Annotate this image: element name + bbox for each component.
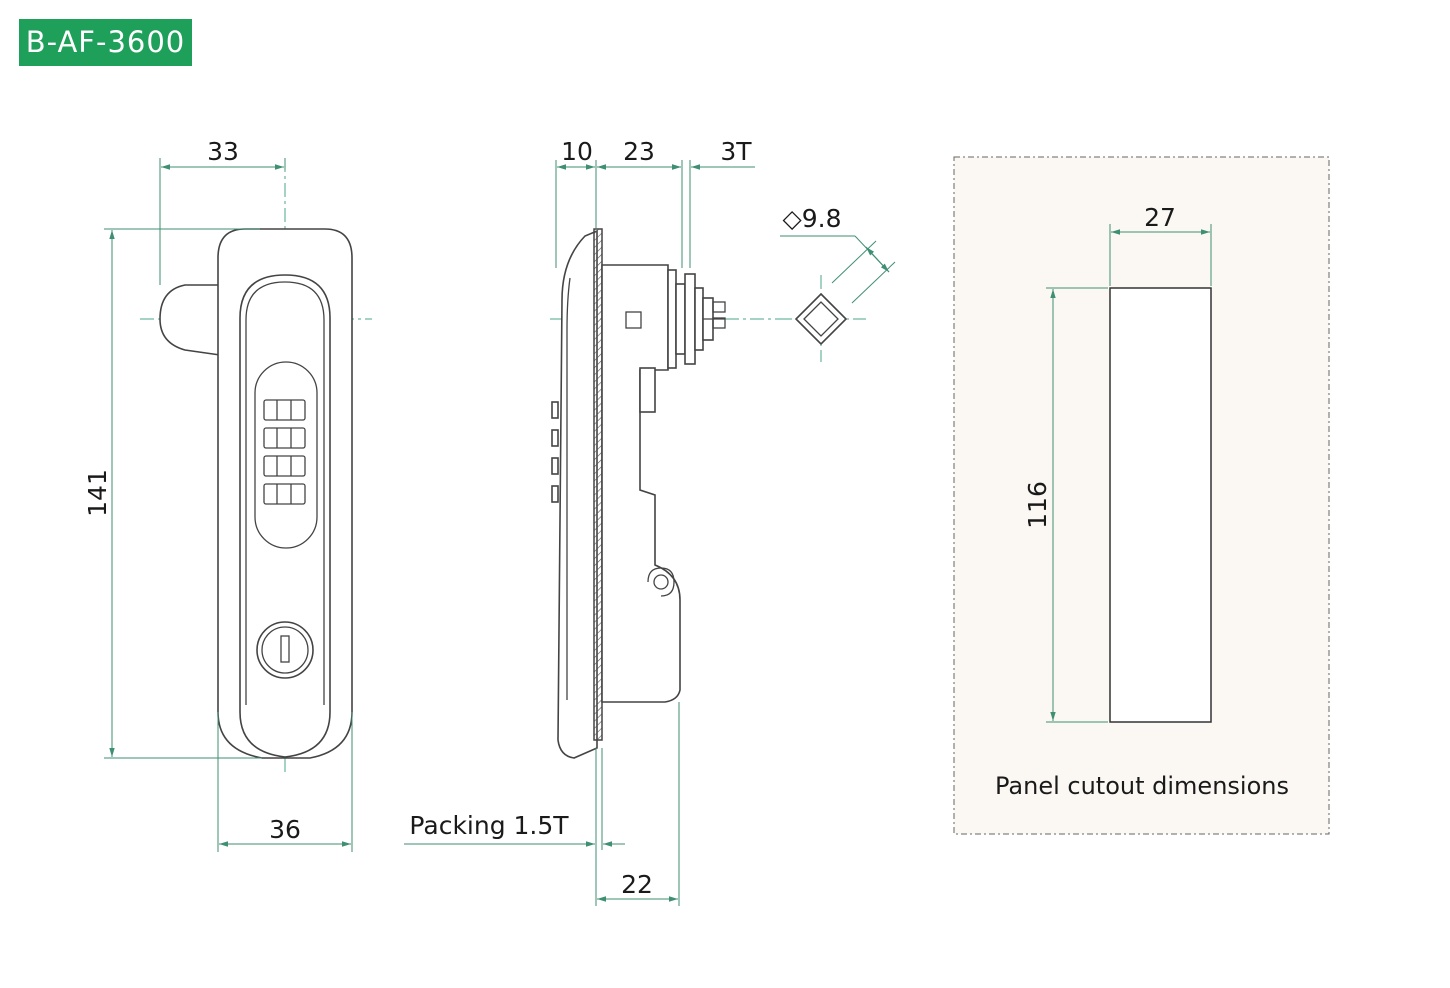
packing-label: Packing 1.5T bbox=[409, 811, 569, 840]
lever-tab bbox=[159, 284, 221, 356]
dim-10-label: 10 bbox=[561, 137, 593, 166]
side-view: 10 23 3T Packing 1.5T 22 bbox=[404, 137, 785, 906]
key-cylinder bbox=[256, 621, 314, 679]
dim-square-label: ◇9.8 bbox=[783, 204, 842, 233]
key-slot bbox=[280, 635, 290, 663]
back-housing bbox=[601, 264, 681, 703]
dim-141-label: 141 bbox=[83, 469, 112, 517]
cutout-panel: 27 116 Panel cutout dimensions bbox=[953, 156, 1330, 835]
handle-side-profile bbox=[557, 229, 598, 759]
dim-3t-label: 3T bbox=[720, 137, 752, 166]
square-shaft-detail: ◇9.8 bbox=[778, 204, 896, 362]
dim-23-label: 23 bbox=[623, 137, 655, 166]
dim-33-label: 33 bbox=[207, 137, 239, 166]
dim-27-label: 27 bbox=[1144, 203, 1176, 232]
dim-116-label: 116 bbox=[1023, 481, 1052, 529]
panel-section bbox=[593, 228, 603, 741]
square-shaft bbox=[794, 292, 848, 346]
nut-washer bbox=[667, 269, 677, 369]
cutout-rectangle bbox=[1109, 287, 1212, 723]
dim-22-label: 22 bbox=[621, 870, 653, 899]
combination-dials bbox=[263, 399, 306, 505]
model-badge: B-AF-3600 bbox=[19, 19, 192, 66]
front-view: 33 141 36 bbox=[83, 137, 372, 852]
combination-window bbox=[254, 361, 318, 549]
cutout-caption: Panel cutout dimensions bbox=[995, 772, 1289, 800]
dim-36-label: 36 bbox=[269, 815, 301, 844]
